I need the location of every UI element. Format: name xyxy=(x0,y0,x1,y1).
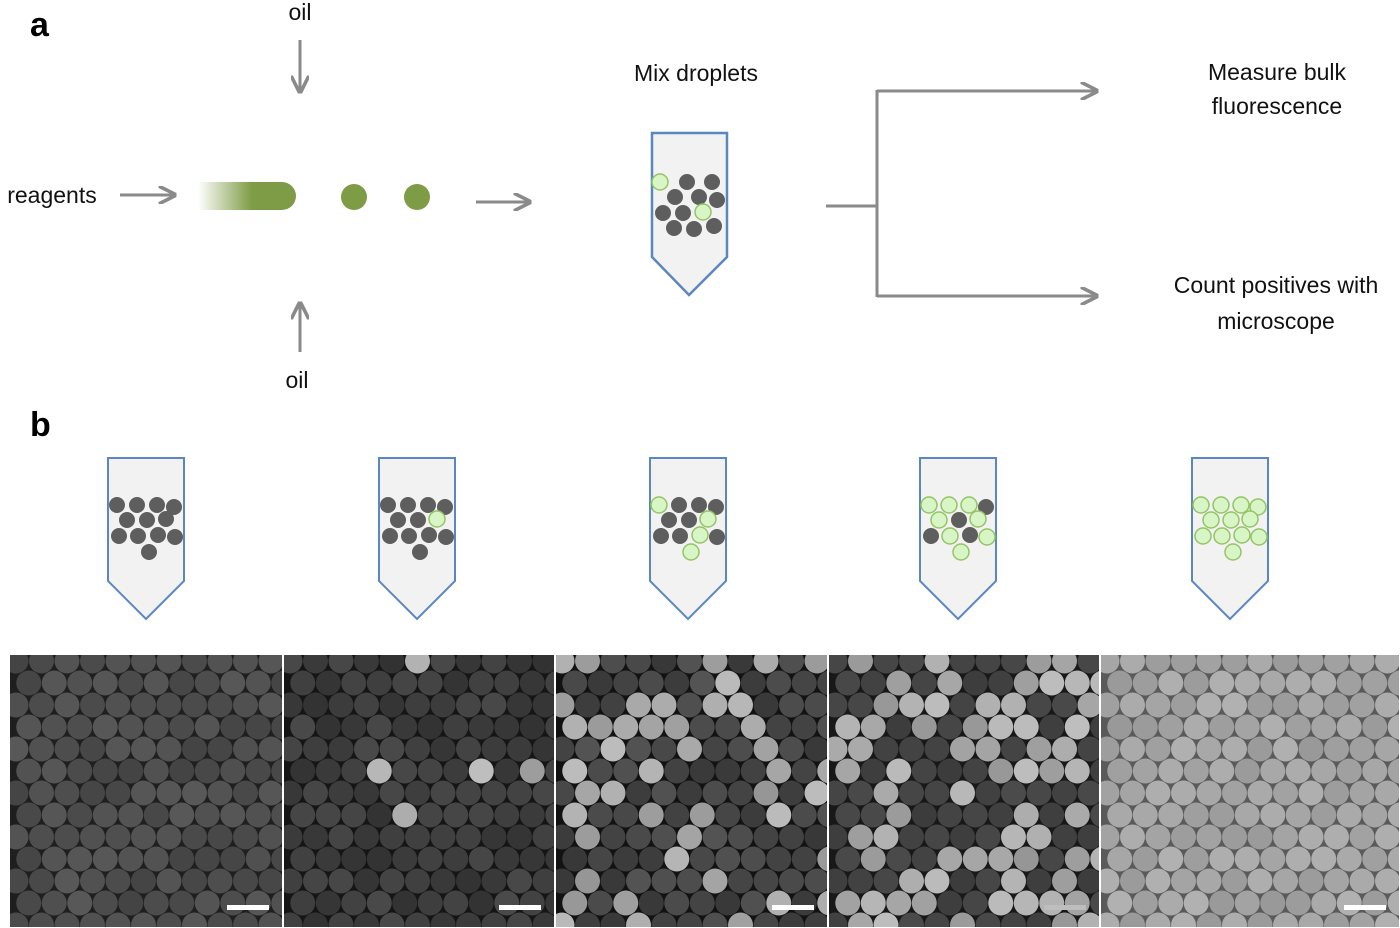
negative-droplet xyxy=(951,512,967,528)
positive-droplet xyxy=(953,544,969,560)
micrograph-row xyxy=(4,649,1400,928)
negative-droplet xyxy=(691,497,707,513)
micrograph-4 xyxy=(823,649,1116,928)
positive-droplet xyxy=(1225,544,1241,560)
negative-droplet xyxy=(150,527,166,543)
fluorescence-label: fluorescence xyxy=(1212,93,1342,119)
negative-droplet xyxy=(410,512,426,528)
measure-bulk-label: Measure bulk xyxy=(1208,59,1347,85)
scale-bar xyxy=(772,905,814,910)
microfluidic-cross-junction xyxy=(198,92,445,300)
negative-droplet xyxy=(412,544,428,560)
negative-droplet xyxy=(401,528,417,544)
negative-droplet xyxy=(962,527,978,543)
positive-droplet xyxy=(970,511,986,527)
negative-droplet xyxy=(672,528,688,544)
positive-droplet xyxy=(692,527,708,543)
droplet xyxy=(404,184,430,210)
branch-arrows xyxy=(826,90,1095,297)
scale-bar xyxy=(227,905,269,910)
positive-droplet xyxy=(942,528,958,544)
negative-droplet xyxy=(661,512,677,528)
negative-droplet xyxy=(390,512,406,528)
negative-droplet xyxy=(119,512,135,528)
micrograph-2 xyxy=(278,649,571,928)
positive-droplet xyxy=(651,497,667,513)
negative-droplet xyxy=(681,512,697,528)
negative-droplet xyxy=(400,497,416,513)
negative-droplet xyxy=(382,528,398,544)
negative-droplet xyxy=(129,497,145,513)
positive-droplet xyxy=(1193,497,1209,513)
positive-droplet xyxy=(700,511,716,527)
negative-droplet xyxy=(167,529,183,545)
tube-row xyxy=(108,458,1268,619)
negative-droplet xyxy=(671,497,687,513)
negative-droplet xyxy=(139,512,155,528)
positive-droplet xyxy=(683,544,699,560)
positive-droplet xyxy=(1242,511,1258,527)
negative-droplet xyxy=(438,529,454,545)
negative-droplet xyxy=(111,528,127,544)
negative-droplet xyxy=(109,497,125,513)
negative-droplet xyxy=(709,529,725,545)
panel-a-letter: a xyxy=(30,6,50,44)
positive-droplet xyxy=(1214,528,1230,544)
reagents-label: reagents xyxy=(7,182,97,208)
tube-1 xyxy=(108,458,184,619)
micrograph-1 xyxy=(4,649,297,928)
negative-droplet xyxy=(149,497,165,513)
scale-bar xyxy=(499,905,541,910)
negative-droplet xyxy=(130,528,146,544)
micrograph-3 xyxy=(550,649,843,928)
scale-bar xyxy=(1344,905,1386,910)
oil-top-label: oil xyxy=(288,0,311,25)
negative-droplet xyxy=(653,528,669,544)
droplet xyxy=(341,184,367,210)
positive-droplet xyxy=(429,511,445,527)
tube-4 xyxy=(920,458,996,619)
microscope-label: microscope xyxy=(1217,308,1335,334)
negative-droplet xyxy=(158,511,174,527)
positive-droplet xyxy=(931,512,947,528)
positive-droplet xyxy=(1213,497,1229,513)
positive-droplet xyxy=(961,497,977,513)
positive-droplet xyxy=(921,497,937,513)
negative-droplet xyxy=(420,497,436,513)
positive-droplet xyxy=(1195,528,1211,544)
panel-b-letter: b xyxy=(30,406,51,444)
negative-droplet xyxy=(923,528,939,544)
oil-bottom-label: oil xyxy=(285,367,308,393)
negative-droplet xyxy=(421,527,437,543)
tube-2 xyxy=(379,458,455,619)
negative-droplet xyxy=(380,497,396,513)
positive-droplet xyxy=(1234,527,1250,543)
positive-droplet xyxy=(1233,497,1249,513)
mix-tube xyxy=(652,133,727,295)
positive-droplet xyxy=(1203,512,1219,528)
positive-droplet xyxy=(1251,529,1267,545)
mix-droplets-label: Mix droplets xyxy=(634,60,758,86)
count-positives-label: Count positives with xyxy=(1174,272,1379,298)
micrograph-5 xyxy=(1095,649,1400,928)
scale-bar xyxy=(1044,905,1086,910)
tube-5 xyxy=(1192,458,1268,619)
reagent-stream xyxy=(198,182,296,210)
positive-droplet xyxy=(979,529,995,545)
negative-droplet xyxy=(141,544,157,560)
positive-droplet xyxy=(1223,512,1239,528)
positive-droplet xyxy=(941,497,957,513)
tube-3 xyxy=(650,458,726,619)
